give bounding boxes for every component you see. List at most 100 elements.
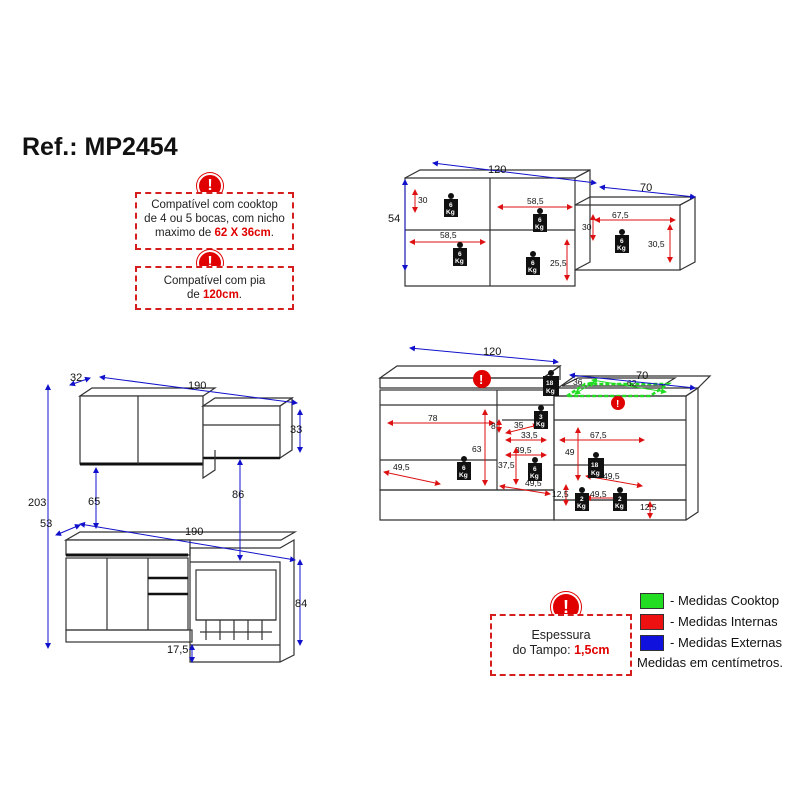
dim-label: 6 [533,466,537,473]
dim-label: Kg [528,267,537,274]
dim-label: Kg [615,503,624,510]
dim-label: 12,5 [552,489,569,499]
dim-label: ! [616,399,619,410]
upper-dimensions: 120 70 54 30 58,5 58,5 25,5 67,5 30 30,5 [388,160,696,281]
dim-label: 2 [580,496,584,503]
note-line: de 4 ou 5 bocas, com nicho [144,213,285,225]
dim-label: 30,5 [648,239,665,249]
dim-label: 78 [428,413,438,423]
dim-label: ! [479,372,483,387]
dim-label: 58,5 [440,230,457,240]
legend-label: - Medidas Internas [670,614,778,629]
note-line: de 120cm. [137,288,292,302]
dim-label: 6 [531,260,535,267]
dim-label: 49,5 [590,489,607,499]
front-view-drawing [63,387,298,663]
dim-label: 18 [546,380,554,387]
weight-icon: 6Kg [457,456,471,480]
dim-label: Kg [455,258,464,265]
note-line: Compatível com cooktop [151,199,278,211]
dim-label: Kg [617,245,626,252]
legend-item-internal: - Medidas Internas [640,611,782,632]
dim-label: Kg [459,472,468,479]
dim-label: 33,5 [521,430,538,440]
dim-label: 2 [618,496,622,503]
dim-label: 17,5 [167,644,188,656]
dim-label: 49,5 [603,471,620,481]
note-line: do Tampo: 1,5cm [492,643,630,658]
dim-label: 49 [565,447,575,457]
legend-label: - Medidas Externas [670,635,782,650]
warning-icons-lower: ! ! [473,370,625,410]
front-dimensions: 32 190 33 203 65 86 53 190 84 17,5 [28,372,307,663]
dim-label: 36 [573,377,583,387]
dim-label: 63 [472,444,482,454]
legend-swatch-red [640,613,664,630]
dim-label: 65 [88,496,100,508]
dim-label: 70 [636,370,648,382]
dim-label: 6 [462,465,466,472]
dim-label: 67,5 [612,210,629,220]
legend-label: - Medidas Cooktop [670,593,780,608]
weight-icon: 6Kg [526,251,540,275]
dim-label: 86 [232,489,244,501]
units-note: Medidas em centímetros. [637,655,783,670]
lower-dimensions: 120 70 78 63 49,5 8 35 33,5 39,5 37,5 49… [383,345,696,519]
dim-label: 12,5 [640,502,657,512]
dim-label: 6 [538,217,542,224]
dim-label: Kg [591,470,600,477]
dim-label: 8 [491,421,496,431]
dim-label: 3 [539,414,543,421]
weight-icon: 6Kg [533,208,547,232]
dim-label: 54 [388,213,400,225]
dim-label: 35 [514,420,524,430]
note-highlight: 62 X 36cm [214,227,271,239]
weight-icon: 2Kg [613,487,627,511]
warning-icon [611,396,625,410]
dim-label: 30 [418,195,428,205]
dim-label: Kg [577,503,586,510]
dim-label: 32 [70,372,82,384]
legend-item-cooktop: - Medidas Cooktop [640,590,782,611]
dim-label: 190 [185,526,203,538]
dim-label: 120 [483,346,501,358]
note-line: Compatível com pia [163,275,266,287]
weight-icon: 6Kg [615,229,629,253]
note-text: de [186,289,203,301]
weight-icon: 6Kg [444,193,458,217]
dim-label: 30 [582,222,592,232]
dim-label: 49,5 [393,462,410,472]
weight-icon: 6Kg [453,242,467,266]
countertop-note: Espessura do Tampo: 1,5cm [490,614,632,676]
dim-label: 37,5 [498,460,515,470]
dim-label: 6 [458,251,462,258]
dim-label: 53 [40,518,52,530]
dim-label: 39,5 [515,445,532,455]
dim-label: 203 [28,497,46,509]
legend-item-external: - Medidas Externas [640,632,782,653]
note-text: . [238,289,242,301]
legend-swatch-blue [640,634,664,651]
note-highlight: 120cm [202,289,239,301]
weight-icons-upper: 6Kg 6Kg 6Kg 6Kg 6Kg [444,193,629,275]
sink-compat-note: Compatível com pia de 120cm. [135,266,294,310]
note-line: Espessura [531,628,591,642]
reference-code: Ref.: MP2454 [22,133,178,161]
dim-label: 58,5 [527,196,544,206]
weight-icon: 6Kg [528,457,542,481]
dim-label: 6 [449,202,453,209]
dim-label: Kg [535,224,544,231]
dim-label: Kg [530,473,539,480]
weight-icon: 2Kg [575,487,589,511]
note-highlight: 1,5cm [574,643,610,657]
dim-label: 6 [620,238,624,245]
note-text: . [270,227,274,239]
legend-swatch-green [640,592,664,609]
dim-label: 33 [290,424,302,436]
warning-icon [473,370,491,388]
dim-label: Kg [446,209,455,216]
dim-label: Kg [536,421,545,428]
